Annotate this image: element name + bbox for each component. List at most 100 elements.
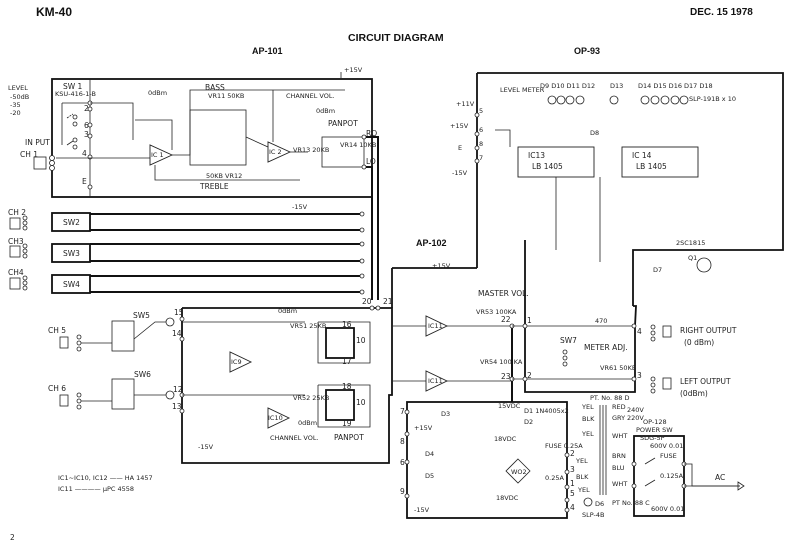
wire-color: YEL [575,457,588,465]
pin-label: 3 [570,465,575,474]
ch3-label: CH3 [8,237,24,246]
wire-color: RED [612,403,626,411]
ac-label: AC [715,473,725,482]
sw6-label: SW6 [134,370,151,379]
wire-color: WHT [612,480,627,488]
ac-plug-icon [737,481,745,491]
vr52-label: VR52 25KB [293,394,329,402]
pin-label: 21 [383,297,393,306]
q1-part: 2SC1815 [676,239,705,247]
d6-led [583,497,593,507]
sw2-label: SW2 [63,218,80,227]
test-point-0dbm: 0dBm [148,89,167,97]
pin-label: 7 [400,407,405,416]
d6-part: SLP-4B [582,511,604,519]
pin-label: 2 [570,449,575,458]
panpot-label: PANPOT [328,119,358,128]
ic2-opamp [267,141,292,163]
power-switch [644,457,656,465]
ic14-chip [621,146,699,178]
wire-color: YEL [581,403,594,411]
wire-color: BLK [576,473,589,481]
pin-label: 20 [362,297,372,306]
voltage-label: 18VDC [494,435,517,443]
pin-label: 17 [342,357,352,366]
left-output-label: LEFT OUTPUT [680,377,731,386]
ic13-chip [517,146,595,178]
pin-label: 5 [479,107,483,115]
ic1-opamp [149,144,174,166]
pin-label: 18 [342,382,352,391]
ap101-board: LEVEL -50dB -35 -20 SW 1 KSU-416-1-B IN … [8,66,379,300]
pin-label: 8 [400,437,405,446]
ic9-label: IC9 [231,358,242,366]
note-ic-types: IC1~IC10, IC12 —— HA 1457 [58,474,153,482]
sw1-switch [61,102,88,150]
op93-board: LEVEL METER D9 D10 D11 D12 D13 D14 D15 D… [450,72,784,306]
pin-label: 13 [172,402,182,411]
sw1-part: KSU-416-1-B [55,90,96,98]
pin-label: 10 [356,398,366,407]
board-label-ap101: AP-101 [252,46,283,56]
level-label: LEVEL [8,84,28,92]
test-point-0dbm: 0dBm [316,107,335,115]
supply-label: +11V [456,100,475,108]
panpot-label: PANPOT [334,433,364,442]
ch2-label: CH 2 [8,208,26,217]
channel-2-row: CH 2 SW2 [8,208,365,233]
pin-label: 2 [84,104,89,113]
sw1-label: SW 1 [63,82,83,91]
level-option: -50dB [10,93,29,101]
power-supply: 7 8 6 9 +15V -15V D1 1N4005x2 D2 D3 D4 D… [400,394,650,519]
op128-board: OP-128 POWER SW SDG-5P 600V 0.01 FUSE 0.… [631,418,745,517]
ch5-label: CH 5 [48,326,66,335]
pin-label: 16 [342,320,352,329]
fuse-label: FUSE [660,452,677,460]
pin-label: 23 [501,372,511,381]
wire-color: YEL [581,430,594,438]
ic10-label: IC10 [268,414,283,422]
vr51-label: VR51 25KB [290,322,326,330]
fuse-rating: 0.125A [660,472,684,480]
pin-label: 8 [479,140,483,148]
pin-label: 9 [400,487,405,496]
supply-label: -15V [292,203,308,211]
vr54-label: VR54 100 KA [480,358,523,366]
d3-label: D3 [441,410,450,418]
channel-4-row: CH4 SW4 [8,268,365,295]
d7-label: D7 [653,266,662,274]
d4-label: D4 [425,450,434,458]
power-transformer [599,405,607,495]
pin-label: 19 [342,419,352,428]
transformer-label: PT No. 88 C [612,499,650,507]
wire-color: BLK [582,415,595,423]
led-part-label: SLP-191B x 10 [689,95,736,103]
voltage-label: 15VDC [498,402,521,410]
ic9-opamp [229,351,253,373]
ic13-part: LB 1405 [532,162,563,171]
capacitor-label: 600V 0.01 [651,505,684,513]
supply-label: +15V [432,262,451,270]
ch4-label: CH4 [8,268,24,277]
vr14-label: VR14 10KB [340,141,376,149]
pin-label: 2 [527,371,532,380]
board-label-op128: OP-128 [643,418,667,426]
resistor-value: 470 [595,317,607,325]
ic11-label: IC11 [428,322,443,330]
pin-label: 3 [637,371,642,380]
sw3-label: SW3 [63,249,80,258]
ch1-label: CH 1 [20,150,38,159]
voltage-tap: 220V [627,414,644,422]
test-point-0dbm: 0dBm [278,307,297,315]
pin-label: 10 [356,336,366,345]
channel-3-row: CH3 SW3 [8,237,365,264]
pin-label: 4 [570,503,575,512]
power-switch-part: SDG-5P [640,434,665,442]
pin-label: 3 [84,130,89,139]
pin-label: 22 [501,315,511,324]
led-labels: D14 D15 D16 D17 D18 [638,82,713,90]
pin-label: 5 [570,489,575,498]
power-switch-label: POWER SW [636,426,673,434]
wire-color: GRY [612,414,625,422]
pin-label: 1 [570,479,575,488]
